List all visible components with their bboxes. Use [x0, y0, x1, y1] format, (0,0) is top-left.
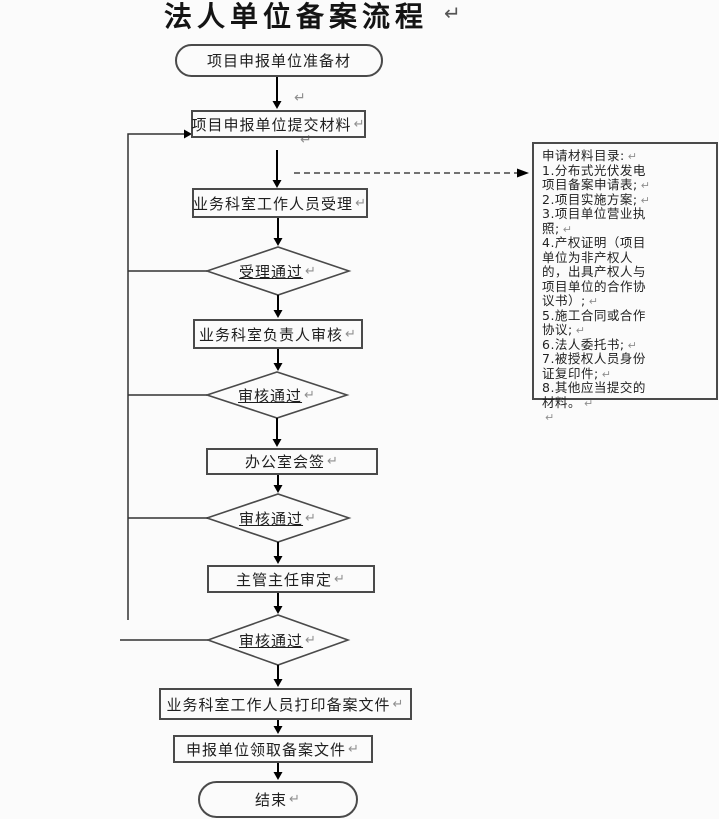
decision-label-accept-pass: 受理通过↵ — [218, 259, 338, 283]
paragraph-mark-icon: ↵ — [588, 295, 599, 308]
materials-note-line: 议书）;↵ — [542, 293, 599, 308]
paragraph-mark-icon: ↵ — [327, 454, 339, 469]
paragraph-mark-icon: ↵ — [294, 90, 306, 106]
paragraph-mark-icon: ↵ — [444, 1, 461, 25]
flow-node-label: 项目申报单位准备材 — [206, 52, 351, 70]
paragraph-mark-icon: ↵ — [304, 387, 316, 403]
paragraph-mark-icon: ↵ — [627, 150, 638, 163]
paragraph-mark-icon: ↵ — [345, 326, 357, 342]
dashed-connector-arrowhead — [517, 168, 529, 178]
flow-node-label: 业务科室工作人员打印备案文件 — [166, 695, 391, 714]
flow-node-start: 项目申报单位准备材 — [175, 44, 383, 77]
decision-label-review-pass-1: 审核通过↵ — [217, 383, 337, 407]
materials-note-line: 照;↵ — [542, 220, 573, 236]
materials-note-line: 1.分布式光伏发电 — [542, 162, 646, 178]
flow-node-label: 结束 — [255, 791, 288, 809]
materials-note-line: 申请材料目录:↵ — [542, 148, 638, 163]
decision-text: 审核通过 — [239, 509, 304, 528]
flow-node-director-approve: 主管主任审定↵ — [207, 565, 375, 593]
paragraph-mark-icon: ↵ — [353, 116, 366, 132]
flow-node-label: 主管主任审定 — [236, 570, 333, 589]
materials-note-line: 5.施工合同或合作 — [542, 307, 646, 323]
flow-node-label: 项目申报单位提交材料 — [191, 115, 352, 134]
paragraph-mark-icon: ↵ — [300, 132, 312, 148]
flow-node-label: 业务科室工作人员受理 — [193, 194, 354, 213]
paragraph-mark-icon: ↵ — [640, 193, 651, 207]
flow-node-print-filing-document: 业务科室工作人员打印备案文件↵ — [159, 688, 412, 720]
flow-node-countersign: 办公室会签↵ — [206, 448, 378, 475]
paragraph-mark-icon: ↵ — [392, 696, 405, 712]
paragraph-mark-icon: ↵ — [348, 741, 360, 757]
flow-node-receive-filing-document: 申报单位领取备案文件↵ — [173, 735, 373, 763]
paragraph-mark-icon: ↵ — [640, 179, 651, 192]
flow-node-label: 办公室会签 — [245, 453, 326, 471]
materials-note-line: 7.被授权人员身份 — [542, 351, 646, 366]
paragraph-mark-icon: ↵ — [305, 632, 317, 648]
paragraph-mark-icon: ↵ — [305, 510, 317, 526]
paragraph-mark-icon: ↵ — [305, 263, 317, 279]
decision-text: 审核通过 — [239, 631, 304, 650]
materials-note-line: ↵ — [542, 410, 713, 425]
paragraph-mark-icon: ↵ — [289, 792, 301, 807]
paragraph-mark-icon: ↵ — [334, 571, 346, 587]
materials-note-line: 项目单位的合作协 — [542, 278, 647, 294]
flow-node-staff-accept: 业务科室工作人员受理↵ — [192, 188, 368, 218]
paragraph-mark-icon: ↵ — [545, 411, 555, 424]
materials-note-line: 项目备案申请表;↵ — [542, 177, 651, 192]
flow-arrows — [272, 77, 283, 780]
materials-note-line: 的，出具产权人与 — [542, 264, 647, 279]
flow-node-end: 结束↵ — [198, 781, 358, 818]
flow-node-label: 业务科室负责人审核 — [199, 325, 344, 344]
paragraph-mark-icon: ↵ — [355, 195, 367, 211]
flow-node-chief-review: 业务科室负责人审核↵ — [193, 319, 363, 349]
decision-label-review-pass-3: 审核通过↵ — [218, 628, 338, 652]
flow-node-label: 申报单位领取备案文件 — [186, 740, 347, 759]
materials-note-line: 协议;↵ — [542, 322, 586, 337]
flow-node-submit-materials: 项目申报单位提交材料↵ — [191, 110, 366, 138]
materials-note-line: 证复印件;↵ — [542, 365, 612, 381]
materials-note-line: 4.产权证明（项目 — [542, 235, 646, 250]
materials-note-line: 6.法人委托书;↵ — [542, 336, 638, 352]
decision-text: 受理通过 — [239, 262, 304, 281]
paragraph-mark-icon: ↵ — [562, 222, 573, 236]
materials-note-line: 2.项目实施方案;↵ — [542, 191, 651, 207]
page-title: 法人单位备案流程 — [163, 0, 428, 33]
materials-note: 申请材料目录:↵ 1.分布式光伏发电 项目备案申请表;↵ 2.项目实施方案;↵ … — [532, 142, 718, 424]
decision-label-review-pass-2: 审核通过↵ — [218, 506, 338, 530]
paragraph-mark-icon: ↵ — [575, 324, 586, 337]
materials-note-line: 材料。↵ — [542, 394, 594, 410]
materials-note-line: 8.其他应当提交的 — [542, 380, 646, 395]
materials-note-line: 3.项目单位营业执 — [542, 206, 646, 221]
paragraph-mark-icon: ↵ — [601, 367, 612, 381]
decision-text: 审核通过 — [238, 386, 303, 405]
materials-note-line: 单位为非产权人 — [542, 249, 634, 265]
paragraph-mark-icon: ↵ — [627, 338, 638, 352]
paragraph-mark-icon: ↵ — [584, 396, 594, 410]
